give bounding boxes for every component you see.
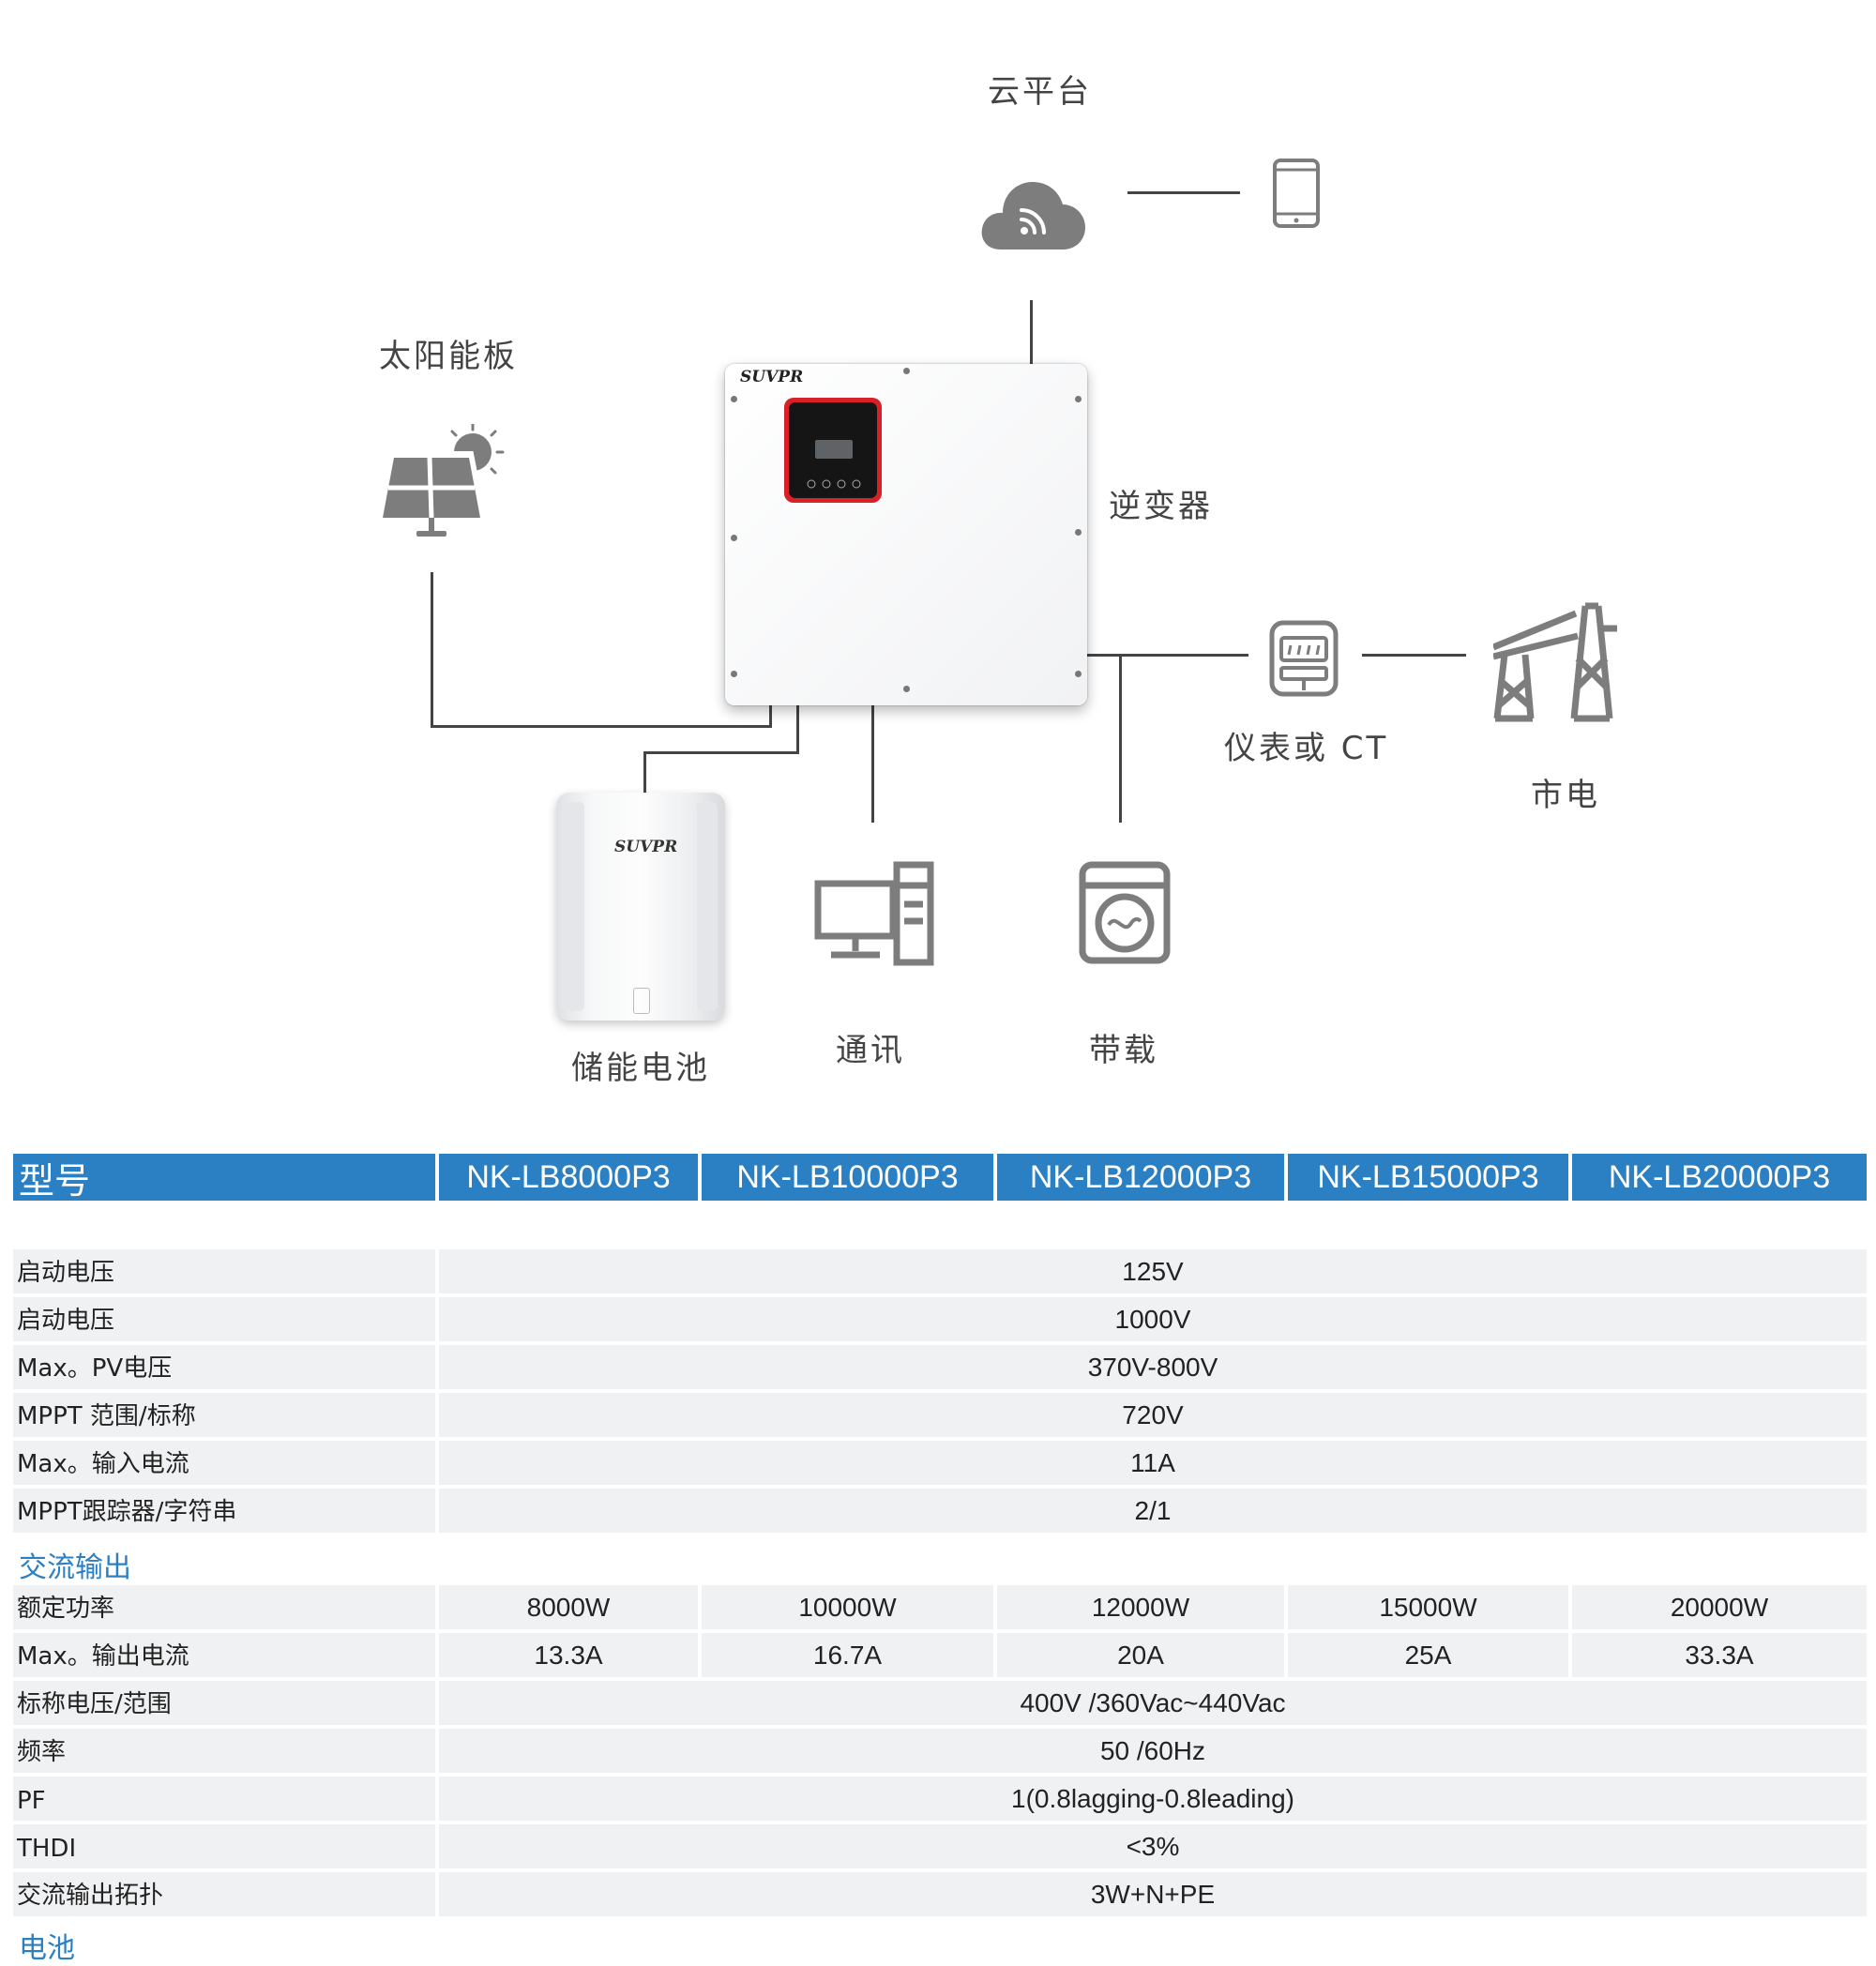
header-model-2: NK-LB10000P3 [702,1154,993,1201]
meter-icon [1269,620,1339,697]
comm-line [871,699,874,823]
computer-icon [814,861,934,966]
meter-grid-line [1362,654,1466,657]
battery-port-icon [633,988,650,1014]
row-value: 400V /360Vac~440Vac [439,1681,1867,1725]
inverter-screen [815,440,853,459]
header-model-4: NK-LB15000P3 [1288,1154,1568,1201]
load-line [1119,654,1122,823]
row-value: 125V [439,1249,1867,1293]
row-value: 370V-800V [439,1345,1867,1389]
panel-buttons-icon [807,479,861,489]
inverter-brand: SUVPR [740,368,804,386]
battery-brand: SUVPR [614,838,678,856]
row-value: 10000W [702,1585,993,1629]
row-label: 启动电压 [13,1297,435,1341]
solar-line-vertical [431,572,433,728]
battery-line-up [796,699,799,754]
header-model-label: 型号 [13,1154,435,1202]
solar-panel-label: 太阳能板 [379,338,518,375]
row-label: 启动电压 [13,1249,435,1293]
inverter-control-panel [784,398,882,503]
inverter-meter-line [1087,654,1248,657]
row-value: <3% [439,1824,1867,1868]
row-label: 频率 [13,1729,435,1773]
tablet-phone-icon [1273,159,1320,228]
inverter-device: SUVPR [725,364,1087,705]
row-label: Max。输出电流 [13,1633,435,1677]
system-diagram: 云平台 太阳能板 逆变器 仪表或 CT 市电 储能电池 通讯 带载 [379,73,1617,1087]
row-label: 额定功率 [13,1585,435,1629]
cloud-platform-label: 云平台 [988,73,1092,111]
row-value: 11A [439,1441,1867,1485]
solar-panel-icon [379,424,505,537]
row-value: 20000W [1572,1585,1867,1629]
row-value: 25A [1288,1633,1568,1677]
battery-line-horizontal [643,751,799,754]
row-value: 15000W [1288,1585,1568,1629]
row-label: Max。输入电流 [13,1441,435,1485]
row-value: 20A [997,1633,1284,1677]
row-value: 1(0.8lagging-0.8leading) [439,1777,1867,1821]
row-value: 3W+N+PE [439,1872,1867,1916]
power-tower-icon [1493,602,1617,722]
grid-label: 市电 [1531,777,1600,814]
row-value: 8000W [439,1585,698,1629]
battery-line-down [643,751,646,793]
row-value: 50 /60Hz [439,1729,1867,1773]
row-label: MPPT跟踪器/字符串 [13,1489,435,1533]
header-model-5: NK-LB20000P3 [1572,1154,1867,1201]
row-label: 标称电压/范围 [13,1681,435,1725]
row-label: PF [13,1777,435,1821]
row-value: 13.3A [439,1633,698,1677]
load-appliance-icon [1079,861,1171,964]
battery-section-title: 电池 [19,1932,75,1965]
communication-label: 通讯 [836,1032,905,1069]
row-label: MPPT 范围/标称 [13,1393,435,1437]
row-value: 12000W [997,1585,1284,1629]
battery-label: 储能电池 [571,1050,710,1087]
header-model-3: NK-LB12000P3 [997,1154,1284,1201]
header-model-1: NK-LB8000P3 [439,1154,698,1201]
meter-ct-label: 仪表或 CT [1224,730,1389,767]
storage-battery-device: SUVPR [556,793,725,1021]
row-value: 16.7A [702,1633,993,1677]
row-value: 2/1 [439,1489,1867,1533]
row-value: 33.3A [1572,1633,1867,1677]
cloud-inverter-line [1030,300,1033,366]
cloud-phone-line [1127,191,1240,194]
solar-line-horizontal [431,725,772,728]
ac-output-section-title: 交流输出 [19,1551,131,1584]
row-label: 交流输出拓扑 [13,1872,435,1916]
solar-line-up [769,699,772,728]
row-label: Max。PV电压 [13,1345,435,1389]
row-value: 1000V [439,1297,1867,1341]
load-label: 带载 [1089,1032,1158,1069]
cloud-icon [981,182,1085,250]
inverter-label: 逆变器 [1109,488,1213,525]
row-value: 720V [439,1393,1867,1437]
row-label: THDI [13,1824,435,1868]
